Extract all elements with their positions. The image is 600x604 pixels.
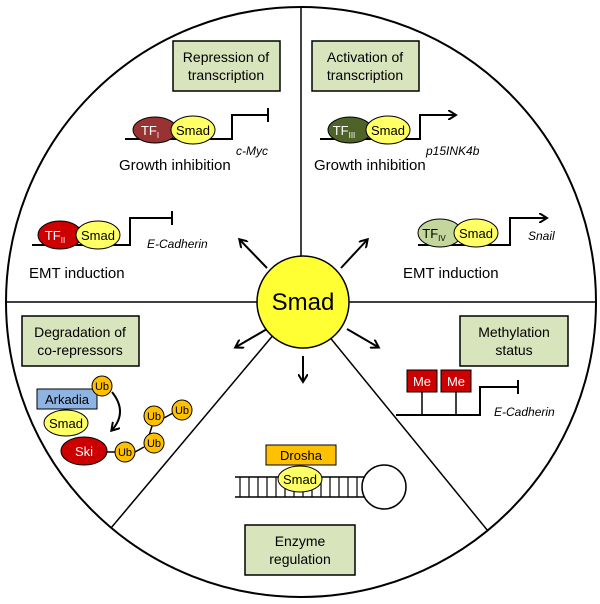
repression-label-box xyxy=(172,40,281,92)
emt-left-promoter-line xyxy=(32,217,172,246)
smad-label-degradation: Smad xyxy=(49,416,83,431)
degradation-title-line2: co-repressors xyxy=(37,342,123,358)
activation-title-line1: Activation of xyxy=(327,49,403,65)
repression-title-line2: transcription xyxy=(188,67,264,83)
ubiquitin-5: Ub xyxy=(171,399,193,421)
smad-protein-emt-left xyxy=(75,220,121,250)
smad-center-label: Smad xyxy=(272,289,335,316)
emt-left-section: TFII Smad E-Cadherin EMT induction xyxy=(29,211,208,282)
smad-label-emt-right: Smad xyxy=(459,226,493,241)
repression-section: Repression of transcription TFI Smad c-M… xyxy=(119,40,281,174)
arkadia-label: Arkadia xyxy=(45,392,90,407)
smad-label-repression: Smad xyxy=(176,123,210,138)
enzyme-label-box xyxy=(244,524,356,576)
activation-label-box xyxy=(311,40,420,92)
ubiquitin-1: Ub xyxy=(91,375,113,397)
degradation-label-box xyxy=(21,315,140,367)
svg-text:Ub: Ub xyxy=(147,411,161,423)
emt-right-section: TFIV Smad Snail EMT induction xyxy=(403,218,555,282)
repression-caption: Growth inhibition xyxy=(119,157,231,174)
tf2-label: TFII xyxy=(45,228,65,245)
methyl-group-2 xyxy=(440,369,472,393)
ub-link-2 xyxy=(134,446,145,453)
degradation-section: Degradation of co-repressors Arkadia Sma… xyxy=(21,315,193,466)
enzyme-title-line2: regulation xyxy=(269,551,331,567)
methyl-group-1 xyxy=(406,369,438,393)
arrow-to-degradation xyxy=(236,328,268,347)
smad-label-activation: Smad xyxy=(371,123,405,138)
repression-title-line1: Repression of xyxy=(183,49,269,65)
ubiquitin-arrow xyxy=(112,391,121,430)
tf3-label: TFIII xyxy=(333,123,356,140)
center-arrows xyxy=(236,240,378,381)
smad-label-enzyme: Smad xyxy=(283,472,317,487)
tf4-label: TFIV xyxy=(422,226,446,243)
svg-text:Ub: Ub xyxy=(95,381,109,393)
emt-left-gene: E-Cadherin xyxy=(147,237,208,251)
ubiquitin-3: Ub xyxy=(143,432,165,454)
svg-text:Ub: Ub xyxy=(175,405,189,417)
methylation-promoter-line xyxy=(396,386,518,416)
methylation-title-line1: Methylation xyxy=(478,324,550,340)
smad-protein-repression xyxy=(170,115,216,145)
methylation-gene: E-Cadherin xyxy=(494,405,555,419)
arrow-to-emt-right xyxy=(340,240,367,269)
drosha-label: Drosha xyxy=(280,448,323,463)
ubiquitin-4: Ub xyxy=(143,405,165,427)
arkadia-protein xyxy=(36,388,98,410)
divider-lower-right xyxy=(300,301,489,532)
drosha-protein xyxy=(265,444,337,466)
tf1-label: TFI xyxy=(141,123,159,140)
arrow-to-methylation xyxy=(346,328,378,347)
smad-protein-activation xyxy=(365,115,411,145)
arrow-to-emt-left xyxy=(240,240,268,269)
smad-center-node xyxy=(256,255,350,349)
enzyme-section: Drosha Smad Enzyme regulation xyxy=(235,444,407,576)
methyl-label-2: Me xyxy=(447,374,465,389)
smad-protein-emt-right xyxy=(453,218,499,248)
emt-right-gene: Snail xyxy=(528,229,555,243)
activation-gene: p15INK4b xyxy=(425,144,480,158)
divider-lower-left xyxy=(110,301,302,529)
activation-promoter-line xyxy=(320,115,455,140)
enzyme-title-line1: Enzyme xyxy=(275,533,326,549)
methylation-label-box xyxy=(459,315,569,367)
methyl-label-1: Me xyxy=(413,374,431,389)
methylation-title-line2: status xyxy=(495,342,532,358)
activation-title-line2: transcription xyxy=(327,67,403,83)
activation-caption: Growth inhibition xyxy=(314,157,426,174)
svg-text:Ub: Ub xyxy=(118,447,132,459)
emt-left-caption: EMT induction xyxy=(29,265,125,282)
ubiquitin-2: Ub xyxy=(114,441,136,463)
ub-link-4 xyxy=(163,412,174,419)
smad-protein-degradation xyxy=(43,409,89,437)
smad-label-emt-left: Smad xyxy=(81,228,115,243)
degradation-title-line1: Degradation of xyxy=(34,324,126,340)
repression-gene: c-Myc xyxy=(236,144,268,158)
emt-right-caption: EMT induction xyxy=(403,265,499,282)
activation-section: Activation of transcription TFIII Smad p… xyxy=(311,40,480,174)
ski-label: Ski xyxy=(75,444,93,459)
methylation-section: Methylation status Me Me E-Cadherin xyxy=(396,315,569,419)
ski-protein xyxy=(60,436,108,466)
svg-text:Ub: Ub xyxy=(147,438,161,450)
smad-protein-enzyme xyxy=(277,465,323,493)
